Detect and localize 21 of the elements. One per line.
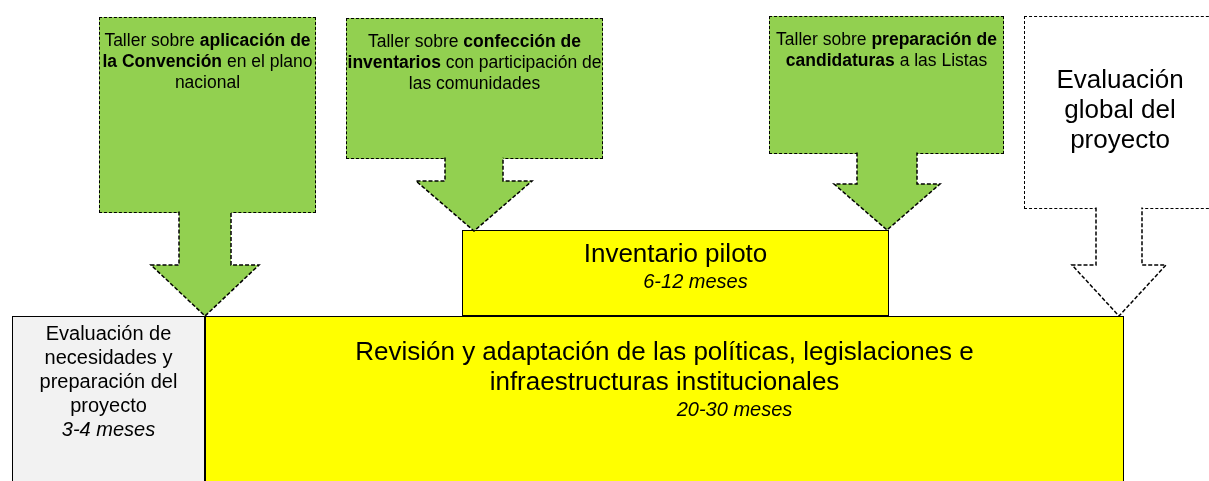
callout-text: Evaluación global del proyecto [1055,65,1185,155]
phase-bar [205,316,1124,481]
duration-text: 20-30 meses [676,396,793,421]
callout-box [346,18,603,159]
duration-text: 6-12 meses [643,268,748,293]
callout-box [769,16,1004,154]
callout-text: Taller sobre aplicación de la Convención en el plano nacional [101,30,314,93]
phase-bar [462,230,889,316]
phase-title: Evaluación de necesidades y preparación del proyecto [38,321,179,417]
duration-text: 3-4 meses [61,417,156,441]
phase-title: Revisión y adaptación de las políticas, legislaciones e infraestructuras institucionales [354,337,975,397]
callout-box [1024,16,1209,209]
phase-title: Inventario piloto [583,239,768,269]
block-arrow [149,210,261,318]
callout-box [99,17,316,213]
block-arrow [1070,206,1168,318]
phase-box [12,316,205,481]
block-arrow [414,156,534,232]
block-arrow [832,151,942,231]
callout-text: Taller sobre confección de inventarios con participación de las comunidades [347,31,602,94]
callout-text: Taller sobre preparación de candidaturas a las Listas [775,29,998,71]
